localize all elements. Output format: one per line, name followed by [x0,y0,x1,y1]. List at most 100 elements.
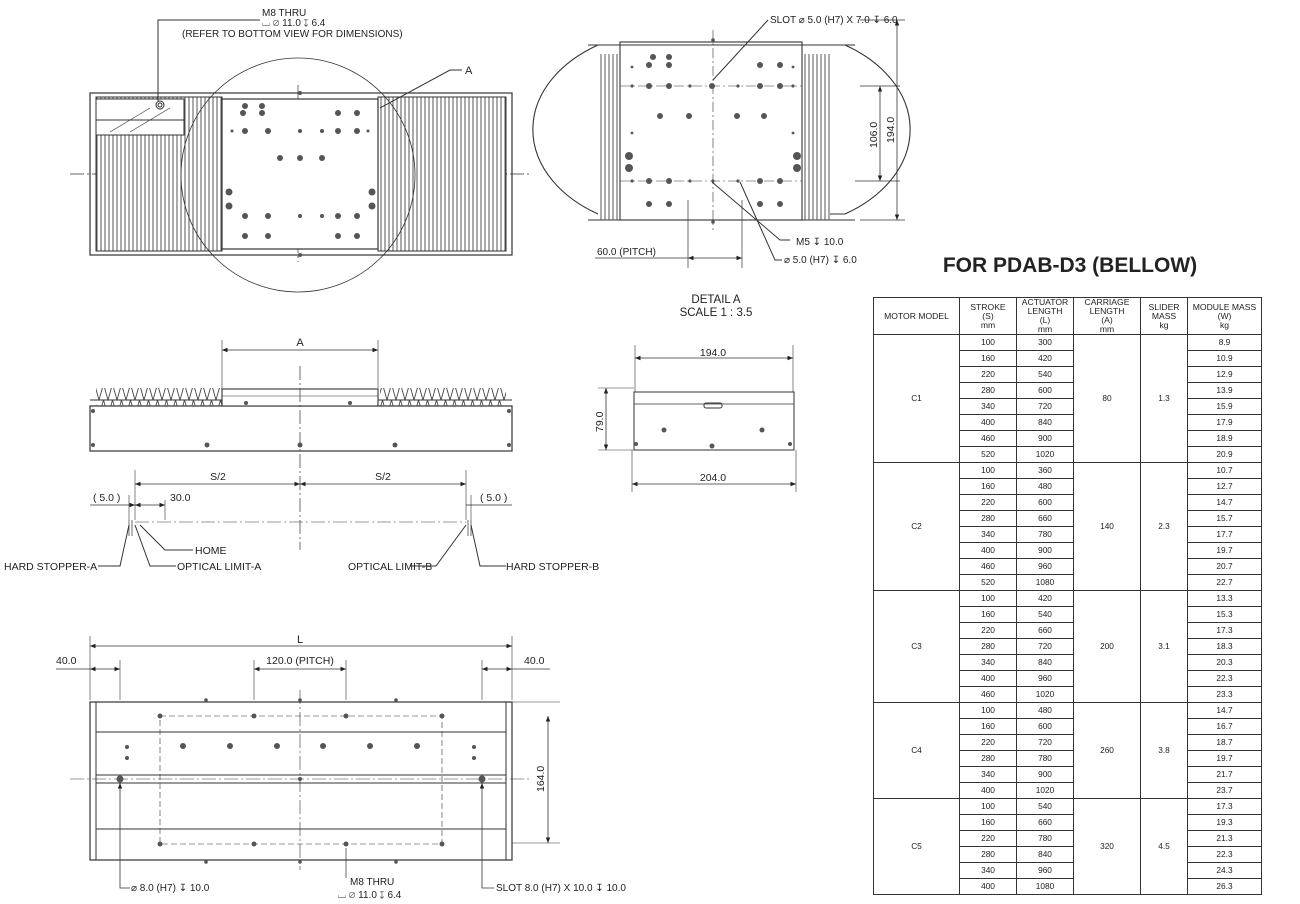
detail-a-view [532,19,911,268]
module-mass-cell: 13.3 [1187,590,1262,607]
stroke-cell: 400 [959,782,1017,799]
carriage-length-cell: 140 [1073,462,1141,591]
module-mass-cell: 19.3 [1187,814,1262,831]
column-header-line: (A) [1101,315,1113,325]
module-mass-cell: 15.3 [1187,606,1262,623]
actuator-length-cell: 1080 [1016,574,1074,591]
actuator-length-cell: 780 [1016,526,1074,543]
stroke-cell: 100 [959,798,1017,815]
column-header-line: kg [1159,319,1169,330]
column-header-line: CARRIAGE [1084,297,1130,307]
optical-limit-b-label: OPTICAL LIMIT-B [348,561,432,573]
module-mass-cell: 13.9 [1187,382,1262,399]
m8-thru-bottom-label: M8 THRU [350,877,394,888]
forty-left: 40.0 [56,655,77,667]
module-mass-cell: 17.7 [1187,526,1262,543]
motor-model-cell: C4 [873,702,960,799]
stroke-cell: 160 [959,606,1017,623]
actuator-length-cell: 1020 [1016,446,1074,463]
five-left: ( 5.0 ) [93,492,120,504]
stroke-cell: 340 [959,654,1017,671]
column-header-line: kg [1219,319,1230,330]
five-right: ( 5.0 ) [480,492,507,504]
carriage-length-cell: 200 [1073,590,1141,703]
module-mass-cell: 10.9 [1187,350,1262,367]
module-mass-cell: 22.3 [1187,670,1262,687]
actuator-length-cell: 480 [1016,702,1074,719]
bottom-view [56,636,560,889]
detail-ref-a: A [465,65,473,77]
column-header-line: (L) [1039,315,1051,325]
stroke-cell: 400 [959,542,1017,559]
module-mass-cell: 15.7 [1187,510,1262,527]
module-mass-cell: 14.7 [1187,702,1262,719]
module-mass-cell: 26.3 [1187,878,1262,895]
dim-79: 79.0 [594,411,606,432]
home-label: HOME [195,545,227,557]
m8-spec-bottom-label: ⌴ ⌀ 11.0 ↧ 6.4 [338,890,402,901]
module-mass-cell: 19.7 [1187,542,1262,559]
detail-side-view [598,345,797,492]
module-mass-cell: 21.7 [1187,766,1262,783]
module-mass-cell: 18.7 [1187,734,1262,751]
dim-l: L [297,634,303,646]
side-view [89,340,513,567]
actuator-length-cell: 1020 [1016,686,1074,703]
actuator-length-cell: 660 [1016,622,1074,639]
actuator-length-cell: 1080 [1016,878,1074,895]
column-header-line: mm [1099,324,1115,334]
stroke-cell: 100 [959,462,1017,479]
detail-holes [625,38,801,224]
optical-limit-a-label: OPTICAL LIMIT-A [177,561,261,573]
motor-model-cell: C1 [873,334,960,463]
stroke-cell: 340 [959,526,1017,543]
module-mass-cell: 10.7 [1187,462,1262,479]
motor-model-cell: C2 [873,462,960,591]
top-view [70,19,530,293]
dim-a: A [296,337,304,349]
column-header-line: MODULE MASS [1192,301,1257,312]
column-header-line: (W) [1217,310,1232,321]
stroke-cell: 340 [959,862,1017,879]
dim-204: 204.0 [700,472,726,484]
stroke-cell: 340 [959,766,1017,783]
column-header: MOTOR MODEL [873,297,960,335]
slider-mass-cell: 1.3 [1140,334,1188,463]
dim-164: 164.0 [535,766,547,792]
module-mass-cell: 20.7 [1187,558,1262,575]
detail-a-title: DETAIL A [691,294,741,306]
module-mass-cell: 20.3 [1187,654,1262,671]
actuator-length-cell: 900 [1016,766,1074,783]
actuator-length-cell: 960 [1016,862,1074,879]
stroke-cell: 100 [959,590,1017,607]
actuator-length-cell: 660 [1016,510,1074,527]
stroke-cell: 220 [959,734,1017,751]
stroke-cell: 160 [959,814,1017,831]
actuator-length-cell: 300 [1016,334,1074,351]
actuator-length-cell: 660 [1016,814,1074,831]
actuator-length-cell: 900 [1016,430,1074,447]
column-header-line: ACTUATOR [1021,297,1069,307]
s2-right: S/2 [375,471,391,483]
module-mass-cell: 22.7 [1187,574,1262,591]
stroke-cell: 520 [959,446,1017,463]
stroke-cell: 520 [959,574,1017,591]
module-mass-cell: 20.9 [1187,446,1262,463]
stroke-cell: 220 [959,494,1017,511]
actuator-length-cell: 360 [1016,462,1074,479]
column-header-line: mm [980,319,996,330]
column-header-line: LENGTH [1027,306,1063,316]
module-mass-cell: 14.7 [1187,494,1262,511]
